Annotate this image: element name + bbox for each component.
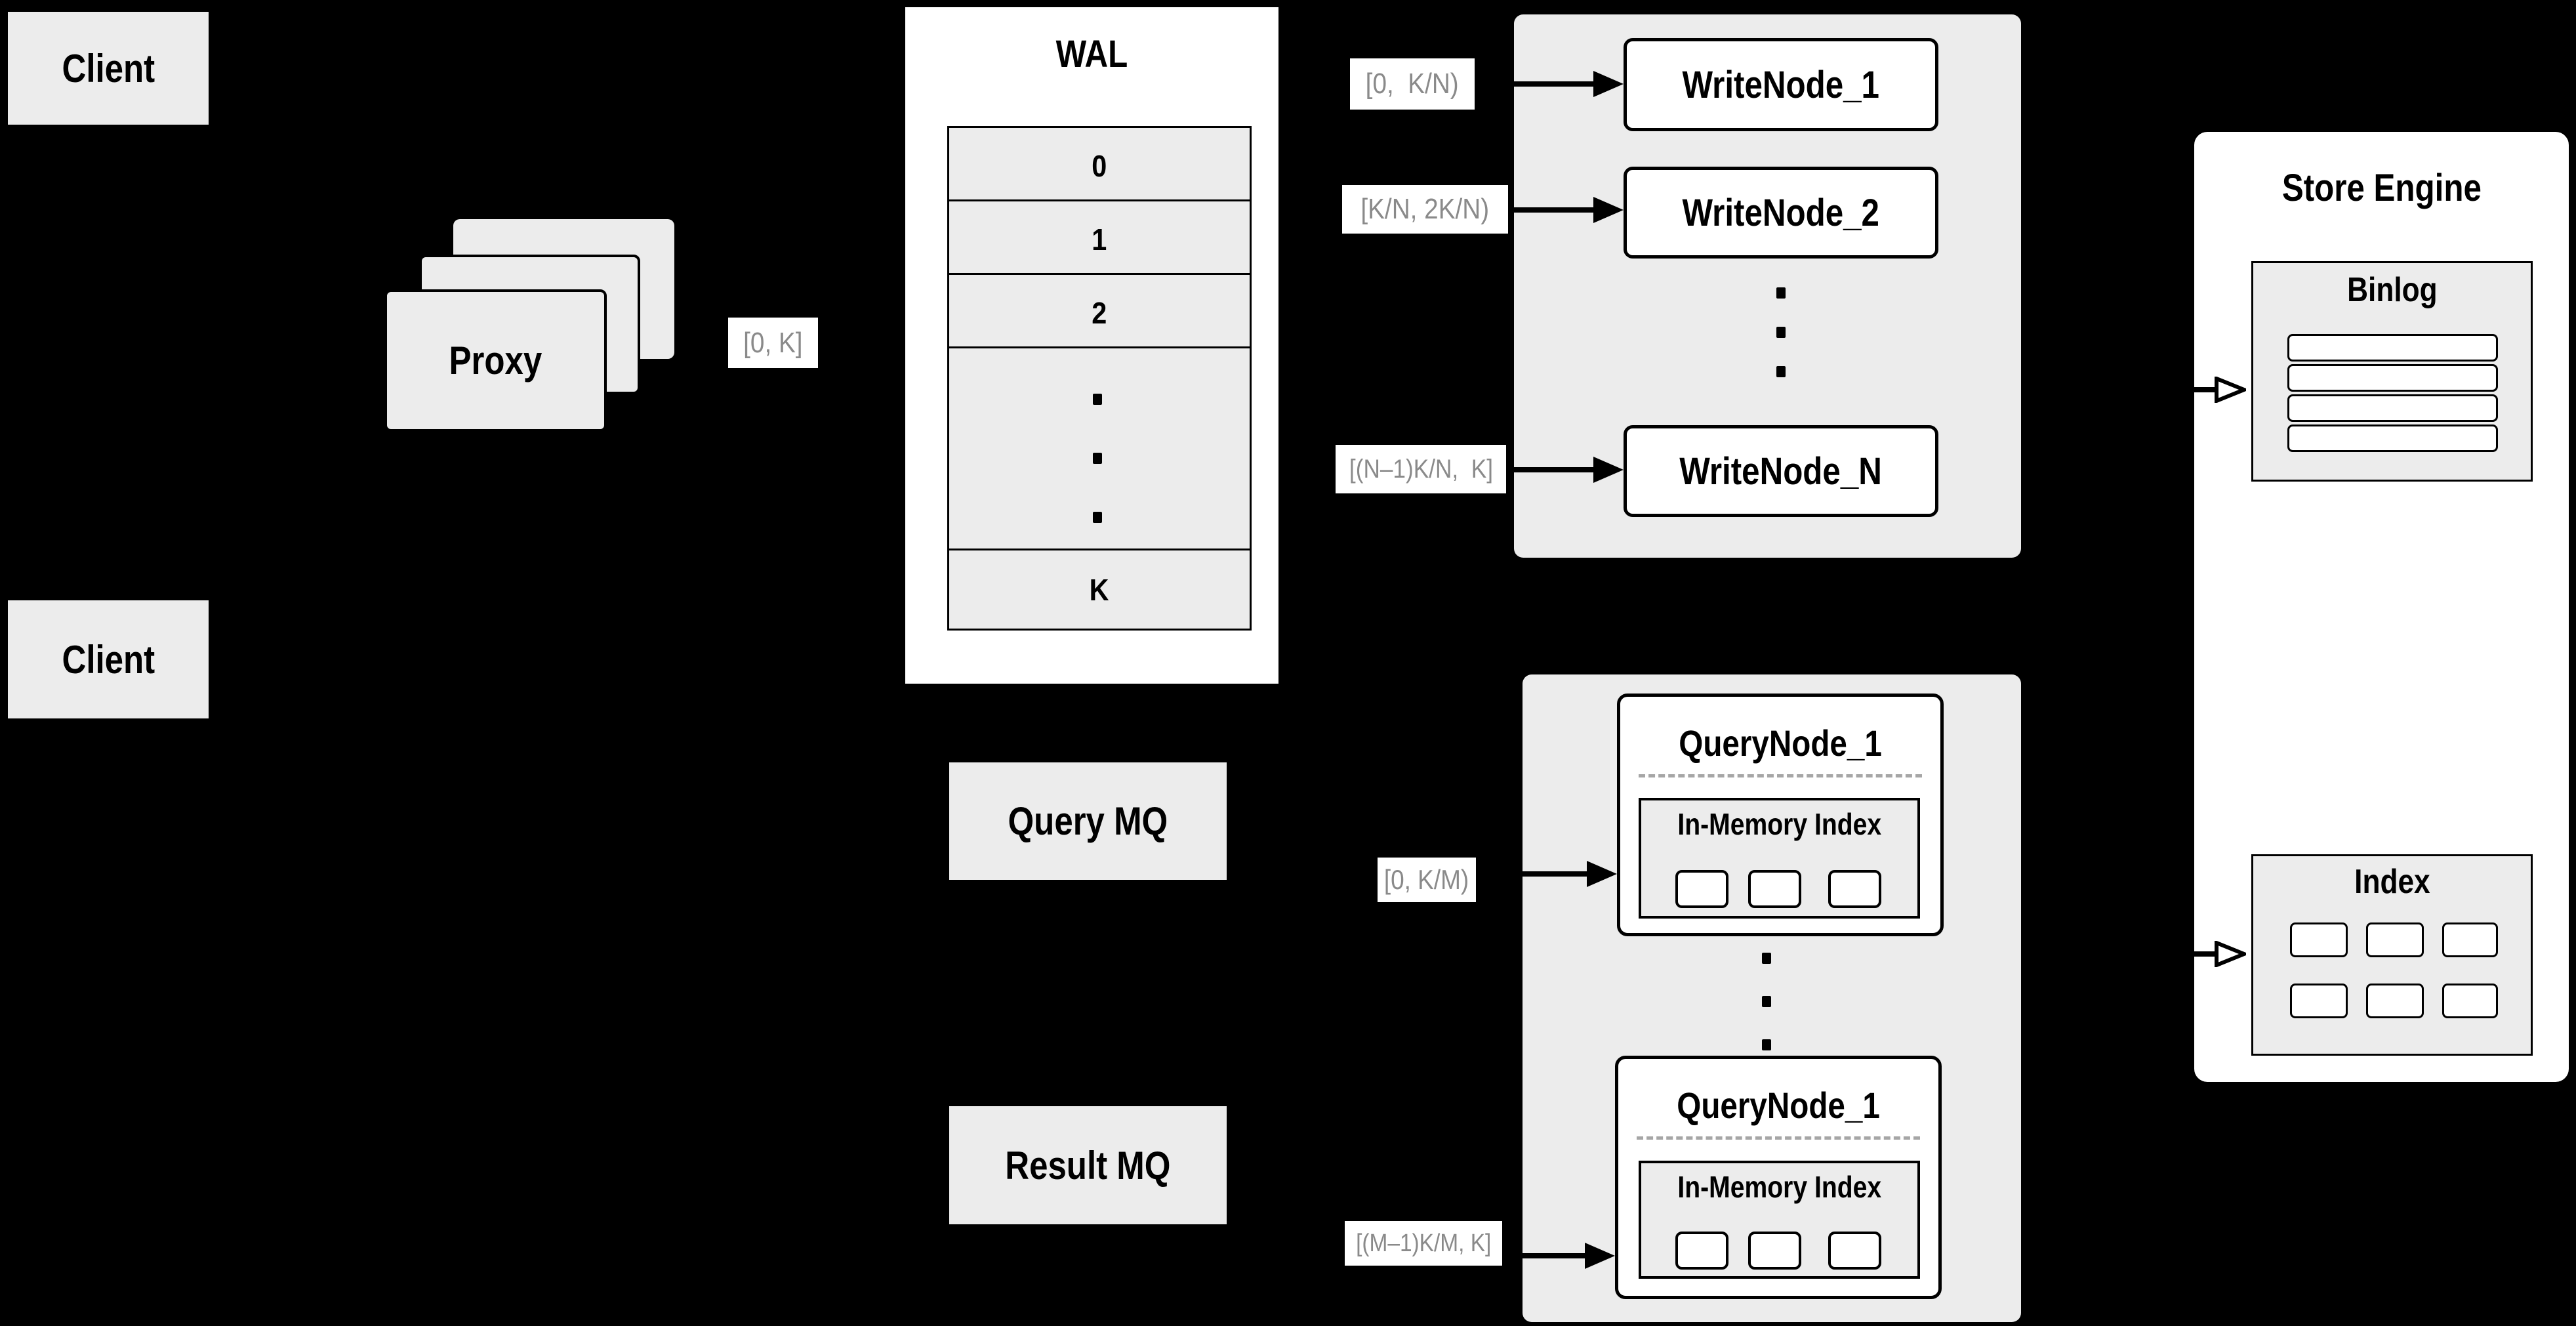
index-segment-cell (1675, 870, 1728, 908)
index-cell (2366, 922, 2424, 957)
result-mq-box: Result MQ (949, 1106, 1227, 1224)
range-label-writenode-n: [(N–1)K/N, K] (1336, 445, 1506, 493)
binlog-box: Binlog (2251, 261, 2533, 482)
range-label-querynode-top: [0, K/M) (1378, 858, 1476, 902)
range-label-writenode-1: [0, K/N) (1350, 58, 1475, 110)
binlog-row (2287, 334, 2498, 362)
index-cell (2442, 922, 2498, 957)
index-cell (2290, 984, 2348, 1018)
querynode-top-title-wrap: QueryNode_1 (1679, 722, 1882, 764)
index-segment-cell (1828, 870, 1881, 908)
wal-segment-k: K (947, 549, 1252, 631)
index-segment-cell (1828, 1232, 1881, 1270)
binlog-title-wrap: Binlog (2346, 271, 2438, 309)
querynode-top-inmemory-title-wrap: In-Memory Index (1677, 807, 1881, 841)
arrow-line (1523, 871, 1589, 877)
vertical-ellipsis-icon (1776, 287, 1786, 299)
hollow-arrow-right-icon (2215, 377, 2246, 403)
store-engine-box: Store Engine Binlog Index (2192, 129, 2571, 1085)
wal-title: WAL (1055, 32, 1128, 75)
solid-arrow-right-icon (1585, 1243, 1615, 1269)
wal-title-wrap: WAL (905, 31, 1278, 77)
arrow-line (2193, 951, 2218, 957)
range-label-proxy-to-wal: [0, K] (728, 318, 818, 368)
binlog-row (2287, 394, 2498, 422)
binlog-row (2287, 364, 2498, 392)
querynode-top-inmemory-box: In-Memory Index (1639, 798, 1920, 919)
querynode-bottom-title-wrap: QueryNode_1 (1677, 1084, 1880, 1126)
range-label-writenode-2: [K/N, 2K/N) (1342, 185, 1508, 234)
solid-arrow-right-icon (1587, 861, 1617, 887)
hollow-arrow-right-icon (2215, 941, 2246, 967)
index-segment-cell (1675, 1232, 1728, 1270)
proxy-card-front: Proxy (384, 289, 607, 432)
solid-arrow-right-icon (1593, 71, 1624, 97)
dashed-divider (1637, 1136, 1920, 1140)
vertical-ellipsis-icon (1776, 366, 1786, 377)
index-title-wrap: Index (2354, 863, 2430, 901)
index-box: Index (2251, 854, 2533, 1056)
arrow-line (1514, 207, 1599, 213)
dashed-divider (1639, 774, 1922, 777)
index-cell (2442, 984, 2498, 1018)
wal-segment-0: 0 (947, 126, 1252, 205)
arrow-line (1523, 1253, 1588, 1258)
index-segment-cell (1748, 870, 1801, 908)
querynode-bottom-inmemory-title-wrap: In-Memory Index (1677, 1170, 1881, 1204)
solid-arrow-right-icon (1593, 457, 1624, 483)
vertical-ellipsis-icon (1762, 953, 1771, 964)
writenode-1-box: WriteNode_1 (1624, 38, 1938, 131)
index-cell (2366, 984, 2424, 1018)
range-label-querynode-bottom: [(M–1)K/M, K] (1345, 1221, 1502, 1266)
querynode-bottom-box: QueryNode_1 In-Memory Index (1615, 1056, 1942, 1299)
vertical-ellipsis-icon (1762, 996, 1771, 1007)
querynode-bottom-inmemory-box: In-Memory Index (1639, 1161, 1920, 1279)
wal-segment-2: 2 (947, 273, 1252, 352)
writenode-2-box: WriteNode_2 (1624, 167, 1938, 259)
vertical-ellipsis-icon (1762, 1039, 1771, 1050)
vertical-ellipsis-icon (1093, 512, 1102, 523)
vertical-ellipsis-icon (1093, 394, 1102, 405)
arrow-line (1514, 81, 1599, 87)
client-box-top: Client (8, 12, 209, 125)
store-engine-title-wrap: Store Engine (2281, 166, 2482, 209)
query-mq-box: Query MQ (949, 762, 1227, 880)
client-top-label: Client (62, 46, 155, 91)
client-box-bottom: Client (8, 600, 209, 718)
client-bottom-label: Client (62, 637, 155, 682)
solid-arrow-right-icon (1593, 197, 1624, 223)
binlog-row (2287, 425, 2498, 452)
index-cell (2290, 922, 2348, 957)
wal-segment-ellipsis (947, 346, 1252, 554)
querynode-top-box: QueryNode_1 In-Memory Index (1617, 694, 1944, 936)
writenode-n-box: WriteNode_N (1624, 425, 1938, 517)
vertical-ellipsis-icon (1776, 327, 1786, 338)
arrow-line (2193, 387, 2218, 392)
vertical-ellipsis-icon (1093, 453, 1102, 464)
wal-segment-1: 1 (947, 199, 1252, 279)
proxy-label: Proxy (449, 339, 542, 383)
arrow-line (1514, 467, 1599, 472)
index-segment-cell (1748, 1232, 1801, 1270)
